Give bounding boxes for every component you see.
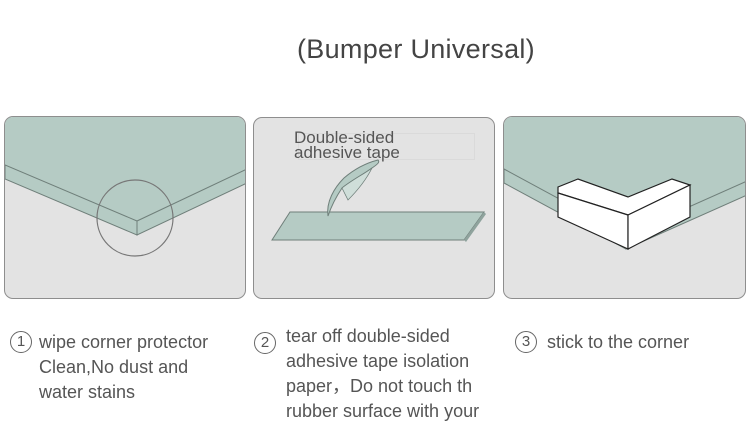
tape-label: Double-sided adhesive tape xyxy=(294,128,400,162)
peeled-curl xyxy=(341,167,373,201)
step-2-caption: 2 tear off double-sided adhesive tape is… xyxy=(254,327,500,421)
step-1-line-1: wipe corner protector xyxy=(39,332,209,352)
tape-drawing xyxy=(271,159,486,242)
step-2-line-1: tear off double-sided xyxy=(286,327,450,346)
tape-strip xyxy=(271,211,485,241)
peeled-backing-paper xyxy=(327,159,380,217)
step-1-line-3: water stains xyxy=(39,382,136,402)
step-1-text: wipe corner protector Clean,No dust and … xyxy=(39,330,208,405)
table-top xyxy=(5,117,245,221)
page-title: (Bumper Universal) xyxy=(297,34,535,64)
tape-label-line-1: Double-sided xyxy=(294,128,395,147)
step-3-line-1: stick to the corner xyxy=(547,332,690,352)
table-corner-drawing xyxy=(5,117,245,257)
step-number-2: 2 xyxy=(254,332,276,354)
step-3-illustration xyxy=(503,116,746,299)
corner-highlight-circle xyxy=(96,179,174,257)
tape-label-box xyxy=(298,133,475,160)
step-1-illustration xyxy=(4,116,246,299)
step-1-line-2: Clean,No dust and xyxy=(39,357,189,377)
step-2-illustration: Double-sided adhesive tape xyxy=(253,117,495,299)
step-2-line-2: adhesive tape isolation xyxy=(286,351,470,371)
step-2-line-4: rubber surface with your xyxy=(286,401,480,421)
table-edge-right xyxy=(136,169,245,236)
step-number-3: 3 xyxy=(515,331,537,353)
tape-strip-edge xyxy=(464,212,486,242)
step-2-line-3: paper，Do not touch th xyxy=(286,376,473,396)
protector-drawing xyxy=(504,117,745,250)
step-3-text: stick to the corner xyxy=(547,330,689,355)
tape-label-line-2: adhesive tape xyxy=(294,143,400,162)
step-2-text: tear off double-sided adhesive tape isol… xyxy=(286,327,479,421)
step-number-1: 1 xyxy=(10,331,32,353)
protector-right-face xyxy=(627,184,691,250)
